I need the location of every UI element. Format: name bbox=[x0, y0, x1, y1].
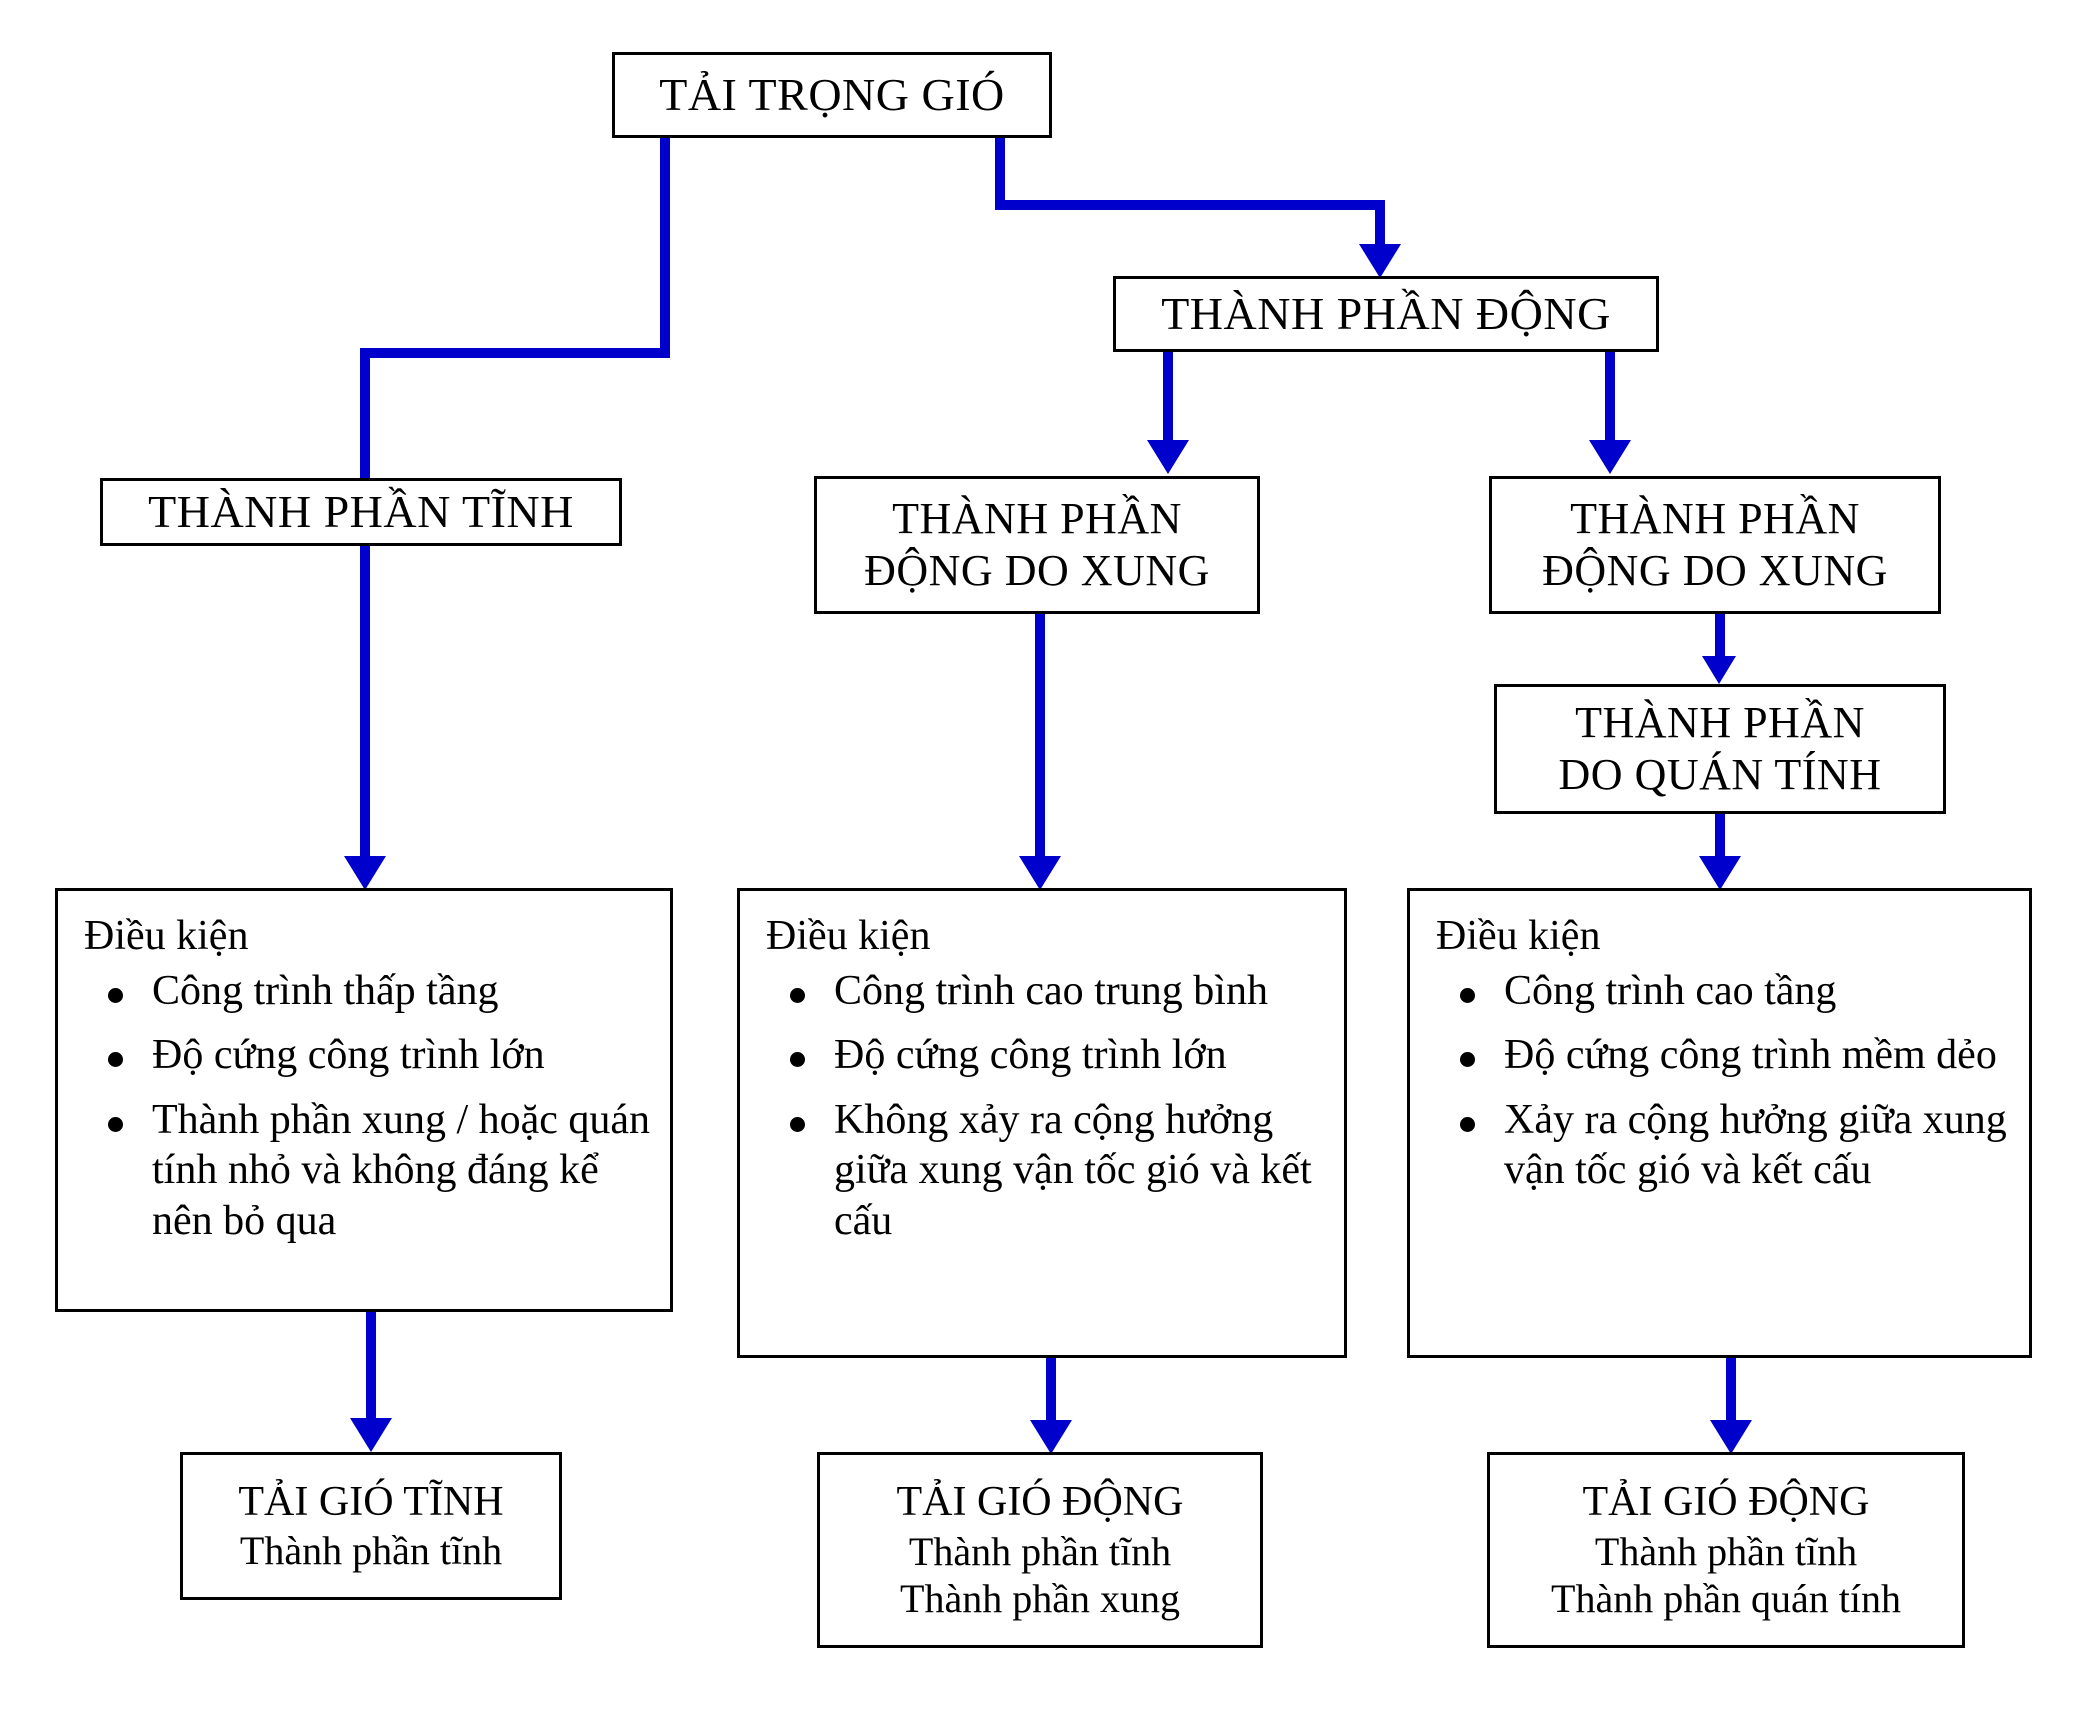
node-static-component-label: THÀNH PHẦN TĨNH bbox=[148, 485, 574, 537]
node-condition-inertia[interactable]: Điều kiện Công trình cao tầng Độ cứng cô… bbox=[1407, 888, 2032, 1358]
node-dynamic-component-label: THÀNH PHẦN ĐỘNG bbox=[1161, 287, 1611, 339]
connector-static-to-condition bbox=[360, 545, 370, 860]
node-condition-impulse[interactable]: Điều kiện Công trình cao trung bình Độ c… bbox=[737, 888, 1347, 1358]
connector-subheader-to-condition bbox=[1715, 812, 1725, 860]
connector-dynamic-to-inertia-vertical bbox=[1605, 350, 1615, 442]
arrow-static-condition-to-result bbox=[350, 1418, 392, 1452]
list-item: Công trình cao trung bình bbox=[780, 966, 1326, 1016]
node-dynamic-impulse-right-label-line2: ĐỘNG DO XUNG bbox=[1542, 546, 1888, 595]
result-impulse-line1: TẢI GIÓ ĐỘNG bbox=[896, 1479, 1184, 1526]
arrow-dynamic-to-impulse bbox=[1147, 440, 1189, 474]
node-result-inertia[interactable]: TẢI GIÓ ĐỘNG Thành phần tĩnh Thành phần … bbox=[1487, 1452, 1965, 1648]
node-dynamic-impulse-label-line2: ĐỘNG DO XUNG bbox=[864, 546, 1210, 595]
node-dynamic-impulse[interactable]: THÀNH PHẦN ĐỘNG DO XUNG bbox=[814, 476, 1260, 614]
arrow-dynamic-to-inertia bbox=[1589, 440, 1631, 474]
connector-root-left-horizontal bbox=[360, 348, 670, 358]
connector-dynamic-to-impulse-vertical bbox=[1163, 350, 1173, 442]
result-static-line1: TẢI GIÓ TĨNH bbox=[238, 1478, 504, 1525]
result-impulse-line2: Thành phần tĩnh bbox=[908, 1528, 1172, 1574]
node-dynamic-impulse-label-line1: THÀNH PHẦN bbox=[892, 494, 1182, 544]
node-result-static[interactable]: TẢI GIÓ TĨNH Thành phần tĩnh bbox=[180, 1452, 562, 1600]
result-impulse-line3: Thành phần xung bbox=[900, 1575, 1180, 1621]
condition-inertia-title: Điều kiện bbox=[1436, 913, 1601, 959]
list-item: Công trình cao tầng bbox=[1450, 966, 2011, 1016]
list-item: Độ cứng công trình lớn bbox=[98, 1030, 652, 1080]
node-result-impulse[interactable]: TẢI GIÓ ĐỘNG Thành phần tĩnh Thành phần … bbox=[817, 1452, 1263, 1648]
condition-static-list: Công trình thấp tầng Độ cứng công trình … bbox=[80, 966, 652, 1246]
node-dynamic-component[interactable]: THÀNH PHẦN ĐỘNG bbox=[1113, 276, 1659, 352]
node-wind-load-root-label: TẢI TRỌNG GIÓ bbox=[659, 68, 1005, 120]
connector-root-right-vertical-stub bbox=[995, 136, 1005, 208]
list-item: Không xảy ra cộng hưởng giữa xung vận tố… bbox=[780, 1095, 1326, 1246]
connector-inertia-to-subheader bbox=[1715, 612, 1725, 658]
node-condition-static[interactable]: Điều kiện Công trình thấp tầng Độ cứng c… bbox=[55, 888, 673, 1312]
connector-root-left-vertical-stub bbox=[660, 136, 670, 358]
arrow-impulse-condition-to-result bbox=[1030, 1420, 1072, 1454]
list-item: Độ cứng công trình lớn bbox=[780, 1030, 1326, 1080]
result-static-line2: Thành phần tĩnh bbox=[239, 1528, 503, 1574]
condition-impulse-title: Điều kiện bbox=[766, 913, 931, 959]
connector-inertia-condition-to-result bbox=[1726, 1355, 1736, 1423]
result-inertia-line3: Thành phần quán tính bbox=[1551, 1575, 1901, 1621]
connector-root-right-horizontal bbox=[995, 200, 1385, 210]
connector-root-to-static-vertical bbox=[360, 348, 370, 482]
node-inertia-component-label-line2: DO QUÁN TÍNH bbox=[1558, 750, 1882, 799]
condition-static-title: Điều kiện bbox=[84, 913, 249, 959]
connector-impulse-to-condition bbox=[1035, 612, 1045, 860]
node-static-component[interactable]: THÀNH PHẦN TĨNH bbox=[100, 478, 622, 546]
arrow-subheader-to-condition bbox=[1699, 856, 1741, 890]
list-item: Thành phần xung / hoặc quán tính nhỏ và … bbox=[98, 1095, 652, 1246]
result-inertia-line1: TẢI GIÓ ĐỘNG bbox=[1582, 1479, 1870, 1526]
arrow-root-to-dynamic bbox=[1359, 244, 1401, 278]
node-dynamic-impulse-right[interactable]: THÀNH PHẦN ĐỘNG DO XUNG bbox=[1489, 476, 1941, 614]
connector-impulse-condition-to-result bbox=[1046, 1355, 1056, 1423]
list-item: Độ cứng công trình mềm dẻo bbox=[1450, 1030, 2011, 1080]
arrow-impulse-to-condition bbox=[1019, 856, 1061, 890]
connector-static-condition-to-result bbox=[366, 1310, 376, 1420]
list-item: Xảy ra cộng hưởng giữa xung vận tốc gió … bbox=[1450, 1095, 2011, 1196]
arrow-inertia-condition-to-result bbox=[1710, 1420, 1752, 1454]
arrow-static-to-condition bbox=[344, 856, 386, 890]
condition-inertia-list: Công trình cao tầng Độ cứng công trình m… bbox=[1432, 966, 2011, 1196]
node-dynamic-impulse-right-label-line1: THÀNH PHẦN bbox=[1570, 494, 1860, 544]
condition-impulse-list: Công trình cao trung bình Độ cứng công t… bbox=[762, 966, 1326, 1246]
node-inertia-component[interactable]: THÀNH PHẦN DO QUÁN TÍNH bbox=[1494, 684, 1946, 814]
node-inertia-component-label-line1: THÀNH PHẦN bbox=[1575, 698, 1865, 748]
connector-root-to-dynamic-vertical bbox=[1375, 200, 1385, 248]
result-inertia-line2: Thành phần tĩnh bbox=[1594, 1528, 1858, 1574]
arrow-inertia-to-subheader bbox=[1702, 656, 1736, 684]
list-item: Công trình thấp tầng bbox=[98, 966, 652, 1016]
node-wind-load-root[interactable]: TẢI TRỌNG GIÓ bbox=[612, 52, 1052, 138]
